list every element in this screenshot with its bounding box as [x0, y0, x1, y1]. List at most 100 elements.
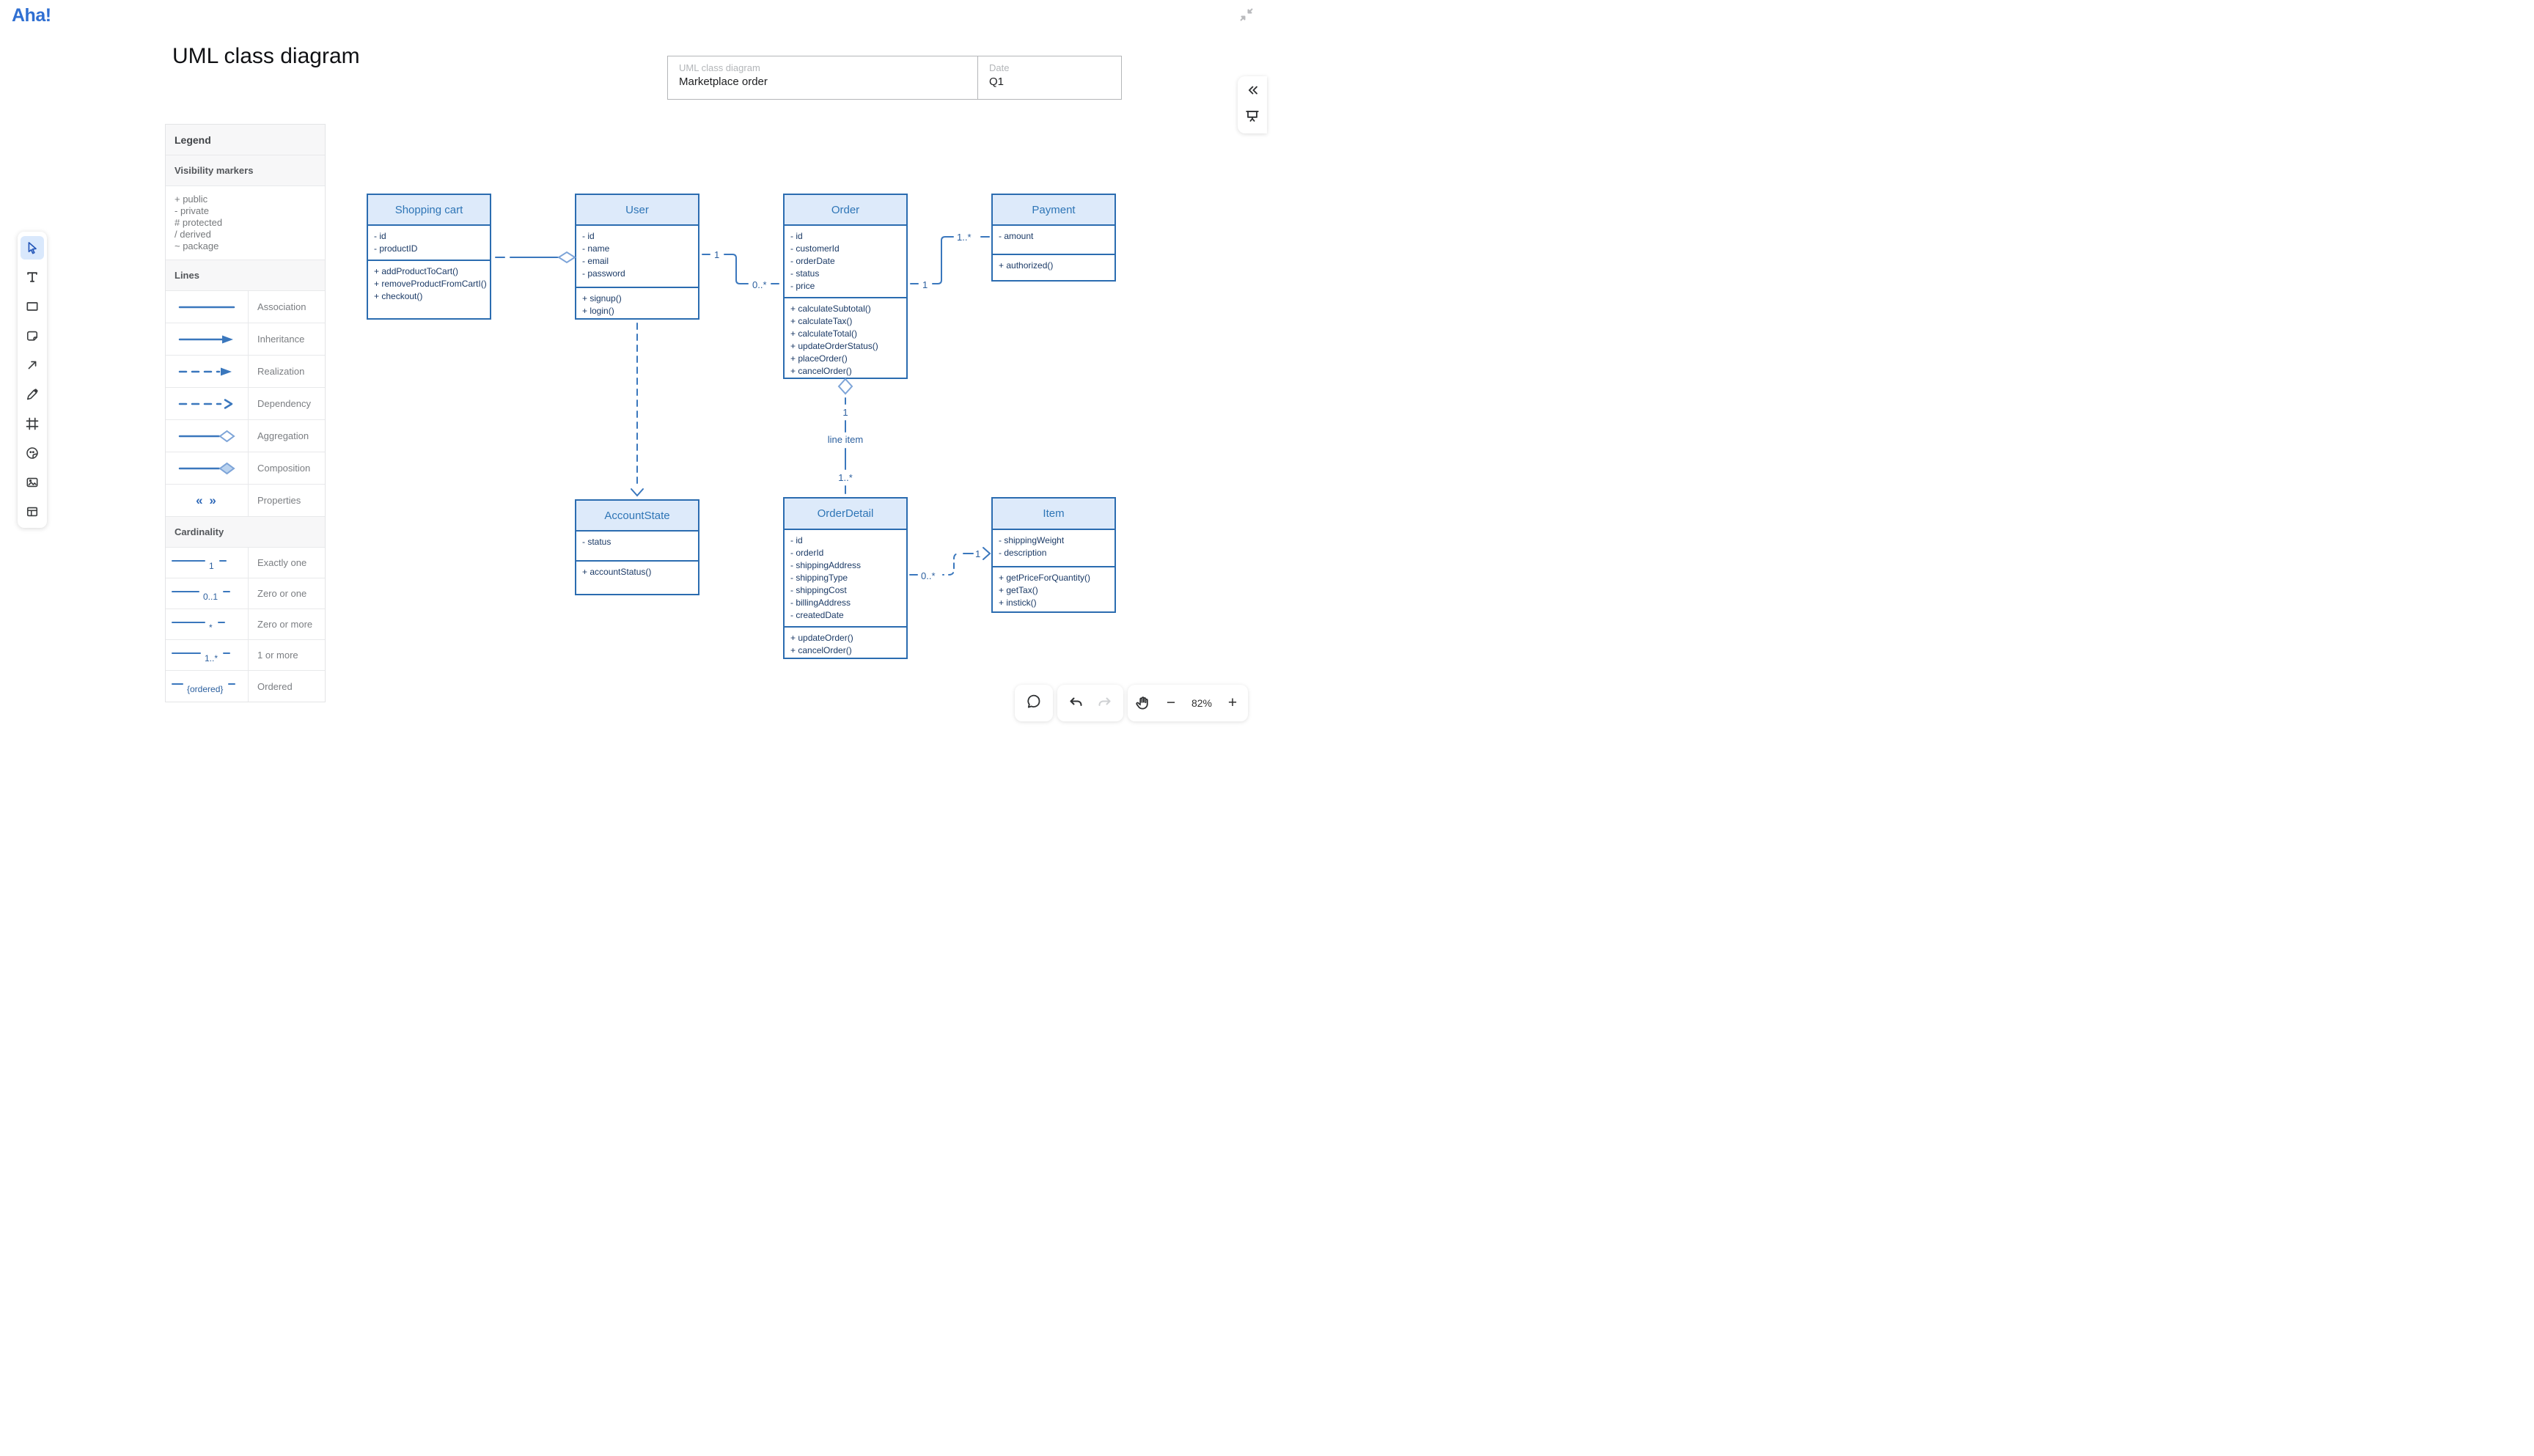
right-dock-panel — [1238, 76, 1267, 133]
template-tool[interactable] — [21, 500, 44, 523]
collapse-panel-icon[interactable] — [1244, 82, 1260, 102]
class-attributes: - status — [576, 530, 698, 560]
meta-date-cell[interactable]: Date Q1 — [978, 56, 1020, 99]
legend-visibility-header: Visibility markers — [166, 155, 325, 186]
page-title[interactable]: UML class diagram — [172, 44, 360, 68]
legend-row-zero-or-more: * Zero or more — [166, 609, 325, 640]
connector-tool[interactable] — [21, 353, 44, 377]
comments-button[interactable] — [1015, 685, 1053, 721]
zoom-in-button[interactable]: + — [1227, 694, 1238, 711]
aha-logo[interactable]: Aha! — [12, 5, 51, 26]
connector-order-orderdetail[interactable]: 1 line item 1..* — [828, 378, 863, 494]
frame-tool[interactable] — [21, 412, 44, 435]
redo-button[interactable] — [1090, 688, 1118, 718]
legend-line-label: Properties — [257, 495, 301, 506]
class-attribute: - customerId — [790, 243, 840, 254]
class-box-shopping-cart[interactable]: Shopping cart - id- productID + addProdu… — [367, 194, 491, 320]
visibility-marker-item: # protected — [175, 217, 223, 228]
cardinality-label: 1 — [922, 279, 928, 290]
draw-tool[interactable] — [21, 383, 44, 406]
sticker-tool[interactable] — [21, 441, 44, 465]
class-method: + updateOrderStatus() — [790, 341, 878, 351]
class-attribute: - billingAddress — [790, 598, 851, 608]
legend-cardinality-label: Exactly one — [257, 557, 307, 568]
class-method: + signup() — [582, 293, 622, 304]
visibility-marker-item: + public — [175, 194, 208, 205]
cardinality-label: 0..* — [921, 570, 936, 581]
class-box-payment[interactable]: Payment - amount + authorized() — [991, 194, 1116, 282]
legend-line-label: Inheritance — [257, 334, 305, 345]
tools-toolbar — [18, 232, 47, 528]
legend-title: Legend — [166, 125, 325, 155]
class-title: OrderDetail — [785, 499, 906, 529]
zoom-out-button[interactable]: − — [1166, 694, 1176, 711]
realization-line-sample — [166, 356, 249, 387]
cardinality-one-more-sample: 1..* — [166, 640, 249, 670]
cardinality-ordered-sample: {ordered} — [166, 671, 249, 702]
class-box-accountstate[interactable]: AccountState - status + accountStatus() — [575, 499, 699, 595]
diagram-meta-box[interactable]: UML class diagram Marketplace order Date… — [667, 56, 1122, 100]
visibility-marker-item: / derived — [175, 229, 211, 240]
connector-shoppingcart-user[interactable] — [495, 251, 576, 264]
class-method: + accountStatus() — [582, 567, 652, 577]
sticky-note-tool[interactable] — [21, 324, 44, 348]
legend-panel[interactable]: Legend Visibility markers + public- priv… — [165, 124, 326, 702]
zoom-level-value[interactable]: 82% — [1191, 697, 1213, 709]
class-attribute: - id — [374, 231, 386, 241]
association-line-sample — [166, 291, 249, 323]
exit-fullscreen-icon[interactable] — [1238, 6, 1255, 23]
class-title: AccountState — [576, 501, 698, 530]
cardinality-label: 0..* — [752, 279, 767, 290]
whiteboard-canvas[interactable]: Aha! UML class diagram UML class diagram… — [0, 0, 1267, 728]
connector-order-payment[interactable]: 1 1..* — [910, 232, 990, 290]
image-tool[interactable] — [21, 471, 44, 494]
class-method: + getPriceForQuantity() — [999, 573, 1091, 583]
shape-tool[interactable] — [21, 295, 44, 318]
connector-orderdetail-item[interactable]: 0..* 1 — [909, 547, 991, 581]
class-attributes: - id- name- email- password — [576, 224, 698, 287]
class-methods: + signup()+ login() — [576, 287, 698, 318]
class-attribute: - shippingAddress — [790, 560, 862, 570]
meta-name-cell[interactable]: UML class diagram Marketplace order — [668, 56, 978, 99]
association-name-label: line item — [828, 434, 863, 445]
class-attribute: - orderId — [790, 548, 824, 558]
class-method: + authorized() — [999, 260, 1054, 271]
class-attribute: - email — [582, 256, 609, 266]
class-box-user[interactable]: User - id- name- email- password + signu… — [575, 194, 699, 320]
class-attribute: - price — [790, 281, 815, 291]
legend-row-properties: « » Properties — [166, 485, 325, 517]
class-box-item[interactable]: Item - shippingWeight- description + get… — [991, 497, 1116, 613]
class-methods: + updateOrder()+ cancelOrder() — [785, 626, 906, 658]
cardinality-label: 1 — [714, 249, 719, 260]
class-attribute: - amount — [999, 231, 1034, 241]
legend-row-realization: Realization — [166, 356, 325, 388]
class-methods: + addProductToCart()+ removeProductFromC… — [368, 260, 490, 318]
meta-date-value[interactable]: Q1 — [989, 76, 1005, 88]
legend-row-zero-or-one: 0..1 Zero or one — [166, 578, 325, 609]
comment-icon — [1025, 693, 1043, 714]
class-method: + checkout() — [374, 291, 423, 301]
select-tool[interactable] — [21, 236, 44, 260]
connector-user-accountstate[interactable] — [631, 323, 644, 497]
connector-user-order[interactable]: 1 0..* — [702, 249, 779, 290]
pan-hand-button[interactable] — [1129, 688, 1157, 718]
meta-name-value[interactable]: Marketplace order — [679, 76, 768, 88]
text-tool[interactable] — [21, 265, 44, 289]
cardinality-one-sample: 1 — [166, 548, 249, 578]
class-attribute: - shippingType — [790, 573, 848, 583]
class-title: Order — [785, 195, 906, 224]
class-method: + calculateSubtotal() — [790, 304, 871, 314]
present-mode-icon[interactable] — [1244, 108, 1260, 128]
class-attribute: - shippingWeight — [999, 535, 1065, 545]
undo-button[interactable] — [1062, 688, 1090, 718]
class-method: + instick() — [999, 598, 1037, 608]
class-method: + cancelOrder() — [790, 366, 852, 376]
class-box-orderdetail[interactable]: OrderDetail - id- orderId- shippingAddre… — [783, 497, 908, 659]
class-box-order[interactable]: Order - id- customerId- orderDate- statu… — [783, 194, 908, 379]
class-method: + getTax() — [999, 585, 1038, 595]
class-method: + updateOrder() — [790, 633, 853, 643]
class-attribute: - password — [582, 268, 625, 279]
class-attributes: - id- customerId- orderDate- status- pri… — [785, 224, 906, 297]
composition-line-sample — [166, 452, 249, 484]
cardinality-label: 1 — [975, 548, 980, 559]
